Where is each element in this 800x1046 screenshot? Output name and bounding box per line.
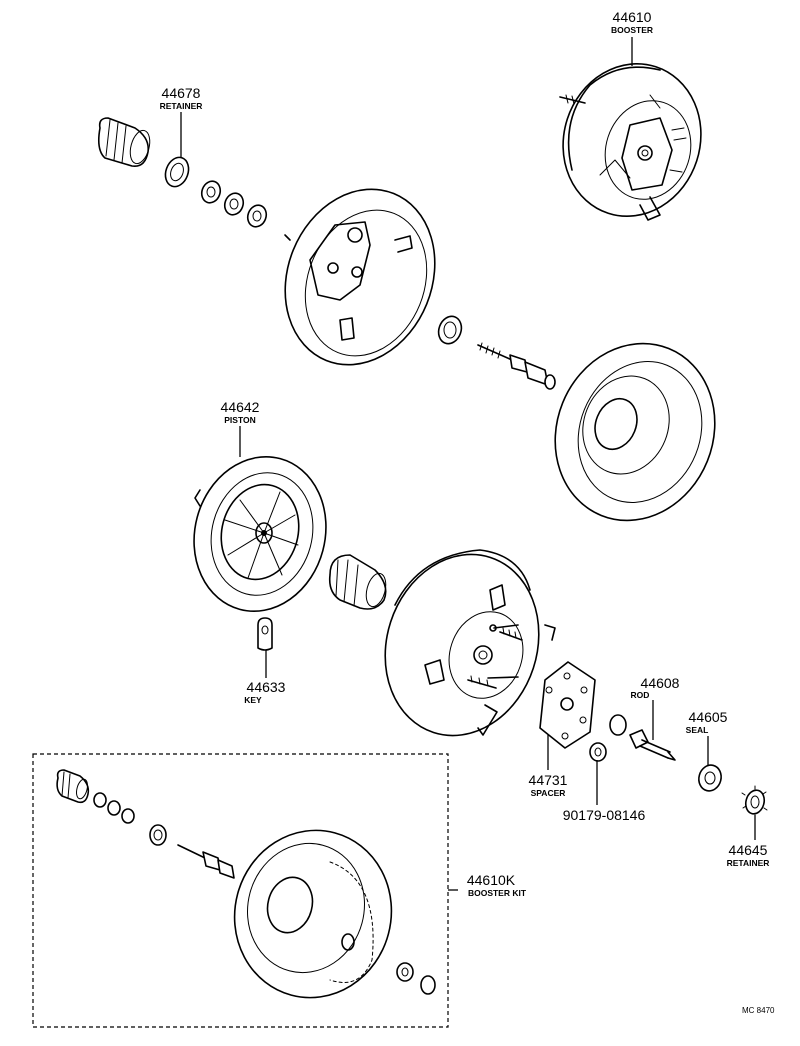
part-number: 44633 — [247, 679, 286, 695]
boot-top-drawing — [98, 117, 151, 168]
callout-seal: 44605 SEAL — [686, 709, 728, 735]
seal-middle-drawing — [437, 315, 463, 345]
retainer-top-drawing — [164, 156, 190, 188]
part-name: ROD — [631, 690, 650, 700]
part-number: 44610 — [613, 9, 652, 25]
rear-shell-drawing — [554, 342, 716, 522]
booster-kit-box — [32, 753, 449, 1028]
rear-housing-drawing — [384, 549, 556, 737]
part-name: BOOSTER — [611, 25, 653, 35]
part-number: 90179-08146 — [563, 807, 646, 823]
leader-lines — [180, 37, 756, 891]
part-number: 44610K — [467, 872, 516, 888]
seal-rings-top-drawing — [200, 180, 268, 228]
part-name: SPACER — [531, 788, 566, 798]
nut-drawing — [589, 742, 607, 762]
spacer-drawing — [539, 661, 596, 749]
callout-piston: 44642 PISTON — [221, 399, 260, 425]
callout-nut: 90179-08146 — [563, 807, 646, 823]
part-name: KEY — [244, 695, 262, 705]
booster-assembly-drawing — [559, 63, 702, 221]
rod-drawing — [609, 714, 676, 761]
retainer-right-drawing — [741, 785, 768, 819]
callout-booster: 44610 BOOSTER — [611, 9, 653, 35]
part-number: 44605 — [689, 709, 728, 725]
callout-key: 44633 KEY — [244, 679, 285, 705]
callout-spacer: 44731 SPACER — [529, 772, 568, 798]
part-name: RETAINER — [160, 101, 203, 111]
part-name: BOOSTER KIT — [468, 888, 527, 898]
part-name: PISTON — [224, 415, 256, 425]
part-number: 44678 — [162, 85, 201, 101]
part-number: 44642 — [221, 399, 260, 415]
seal-right-drawing — [698, 764, 722, 792]
callout-retainer-right: 44645 RETAINER — [727, 842, 770, 868]
callout-retainer-top: 44678 RETAINER — [160, 85, 203, 111]
callout-booster-kit: 44610K BOOSTER KIT — [467, 872, 527, 898]
booster-kit-contents-drawing — [56, 769, 436, 999]
part-number: 44645 — [729, 842, 768, 858]
part-number: 44608 — [641, 675, 680, 691]
piston-drawing — [193, 456, 327, 612]
drawing-code: MC 8470 — [742, 1006, 775, 1015]
key-drawing — [257, 617, 273, 651]
boot-center-drawing — [328, 554, 387, 610]
valve-rod-drawing — [477, 342, 556, 390]
part-name: SEAL — [686, 725, 709, 735]
front-shell-drawing — [284, 188, 436, 366]
callout-rod: 44608 ROD — [631, 675, 680, 700]
part-name: RETAINER — [727, 858, 770, 868]
part-number: 44731 — [529, 772, 568, 788]
